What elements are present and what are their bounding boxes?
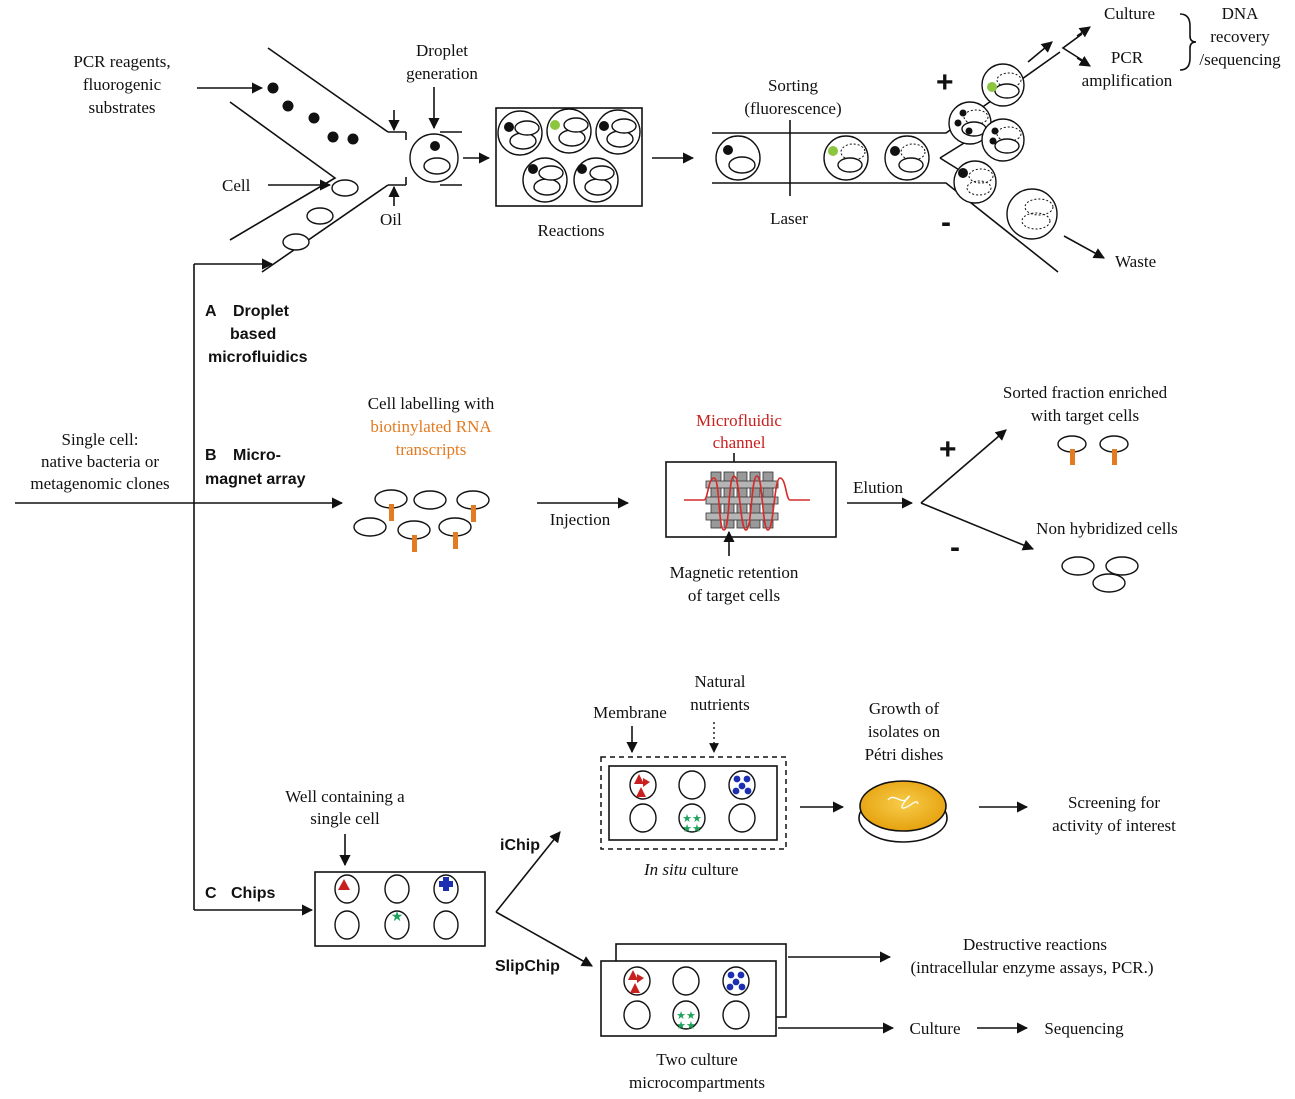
- sorting-channel-bottom: [712, 182, 1059, 273]
- section-c-title: Chips: [231, 885, 276, 902]
- section-c-letter: C: [205, 885, 217, 902]
- section-b-micromagnet: B Micro- magnet array Cell labelling wit…: [205, 383, 1178, 605]
- labelling-label-3: transcripts: [396, 440, 467, 459]
- sorting-label-1: Sorting: [768, 76, 819, 95]
- labelled-cells: [353, 489, 490, 552]
- cell-label: Cell: [222, 176, 251, 195]
- section-a-title-1: Droplet: [233, 303, 290, 320]
- cell-in-channel: [331, 179, 359, 197]
- channel-label-1: Microfluidic: [696, 411, 782, 430]
- section-a-title-2: based: [230, 326, 276, 343]
- slipchip-wells: ★★ ★★: [623, 966, 750, 1032]
- growth-label-3: Pétri dishes: [865, 745, 944, 764]
- pcr-reagents-label-3: substrates: [88, 98, 155, 117]
- section-b-letter: B: [205, 447, 217, 464]
- channel-inner-wall: [229, 101, 337, 241]
- upper-channel-top-wall: [267, 47, 389, 133]
- svg-text:★★: ★★: [682, 812, 702, 825]
- screening-label-1: Screening for: [1068, 793, 1160, 812]
- target-cells: [1057, 435, 1129, 465]
- section-b-title-2: magnet array: [205, 471, 306, 488]
- sorting-droplets: [715, 63, 1058, 240]
- destructive-label-2: (intracellular enzyme assays, PCR.): [910, 958, 1153, 977]
- pcr-reagents-label-2: fluorogenic: [83, 75, 162, 94]
- two-culture-label-2: microcompartments: [629, 1073, 765, 1092]
- retention-label-2: of target cells: [688, 586, 780, 605]
- membrane-label: Membrane: [593, 703, 667, 722]
- labelling-label-2: biotinylated RNA: [370, 417, 492, 436]
- destructive-label-1: Destructive reactions: [963, 935, 1107, 954]
- ichip-label: iChip: [500, 837, 540, 854]
- well-label-1: Well containing a: [285, 787, 405, 806]
- reaction-droplets: [497, 108, 641, 203]
- nutrients-label-2: nutrients: [690, 695, 750, 714]
- elution-plus-sign: +: [939, 433, 957, 466]
- sort-plus-sign: +: [936, 66, 954, 99]
- chip-wells: ★: [334, 874, 459, 940]
- single-cell-label-1: Single cell:: [62, 430, 139, 449]
- retention-label-1: Magnetic retention: [670, 563, 799, 582]
- ichip-wells: ★★ ★★: [629, 770, 756, 835]
- sorting-label-2: (fluorescence): [744, 99, 841, 118]
- nutrients-label-1: Natural: [695, 672, 746, 691]
- section-b-title-1: Micro-: [233, 447, 281, 464]
- svg-text:★★: ★★: [676, 1009, 696, 1022]
- ichip-membrane: [600, 756, 787, 850]
- labelling-label-1: Cell labelling with: [368, 394, 495, 413]
- pcr-amp-label-2: amplification: [1082, 71, 1173, 90]
- svg-text:★: ★: [391, 909, 404, 925]
- dna-label-2: recovery: [1210, 27, 1270, 46]
- insitu-label: In situ culture: [643, 860, 738, 879]
- pcr-reagents-label-1: PCR reagents,: [73, 52, 170, 71]
- screening-label-2: activity of interest: [1052, 816, 1176, 835]
- reactions-label: Reactions: [537, 221, 604, 240]
- growth-label-2: isolates on: [868, 722, 941, 741]
- slipchip-label: SlipChip: [495, 958, 560, 975]
- single-cell-label-3: metagenomic clones: [30, 474, 169, 493]
- section-c-chips: C Chips Well containing a single cell ★ …: [205, 672, 1176, 1092]
- oil-label: Oil: [380, 210, 402, 229]
- non-hybridized-cells: [1061, 556, 1139, 593]
- section-a-letter: A: [205, 303, 217, 320]
- elution-minus-sign: -: [950, 531, 960, 564]
- laser-label: Laser: [770, 209, 808, 228]
- channel-label-2: channel: [713, 433, 766, 452]
- culture-c-label: Culture: [910, 1019, 961, 1038]
- droplet-generation-label-1: Droplet: [416, 41, 468, 60]
- sort-minus-sign: -: [941, 206, 951, 239]
- dna-label-3: /sequencing: [1199, 50, 1281, 69]
- sorted-label-2: with target cells: [1031, 406, 1139, 425]
- waste-label: Waste: [1115, 252, 1156, 271]
- single-cell-label-2: native bacteria or: [41, 452, 159, 471]
- channel-path: [684, 475, 810, 531]
- pcr-amp-label-1: PCR: [1111, 48, 1144, 67]
- single-cell-source: Single cell: native bacteria or metageno…: [15, 258, 344, 916]
- well-label-2: single cell: [310, 809, 380, 828]
- section-a-droplet: A Droplet based microfluidics PCR reagen…: [73, 4, 1281, 366]
- two-culture-label-1: Two culture: [656, 1050, 737, 1069]
- section-a-title-3: microfluidics: [208, 349, 308, 366]
- growth-label-1: Growth of: [869, 699, 940, 718]
- injection-label: Injection: [550, 510, 611, 529]
- dna-label-1: DNA: [1222, 4, 1260, 23]
- petri-dish: [858, 780, 948, 843]
- non-hybridized-label: Non hybridized cells: [1036, 519, 1178, 538]
- culture-label: Culture: [1104, 4, 1155, 23]
- svg-text:★★: ★★: [676, 1019, 696, 1032]
- dna-brace: [1179, 13, 1197, 71]
- elution-label: Elution: [853, 478, 904, 497]
- sequencing-label: Sequencing: [1044, 1019, 1124, 1038]
- sorted-label-1: Sorted fraction enriched: [1003, 383, 1168, 402]
- droplet-generation-label-2: generation: [406, 64, 478, 83]
- lower-channel-bottom-wall: [261, 184, 389, 273]
- svg-text:★★: ★★: [682, 822, 702, 835]
